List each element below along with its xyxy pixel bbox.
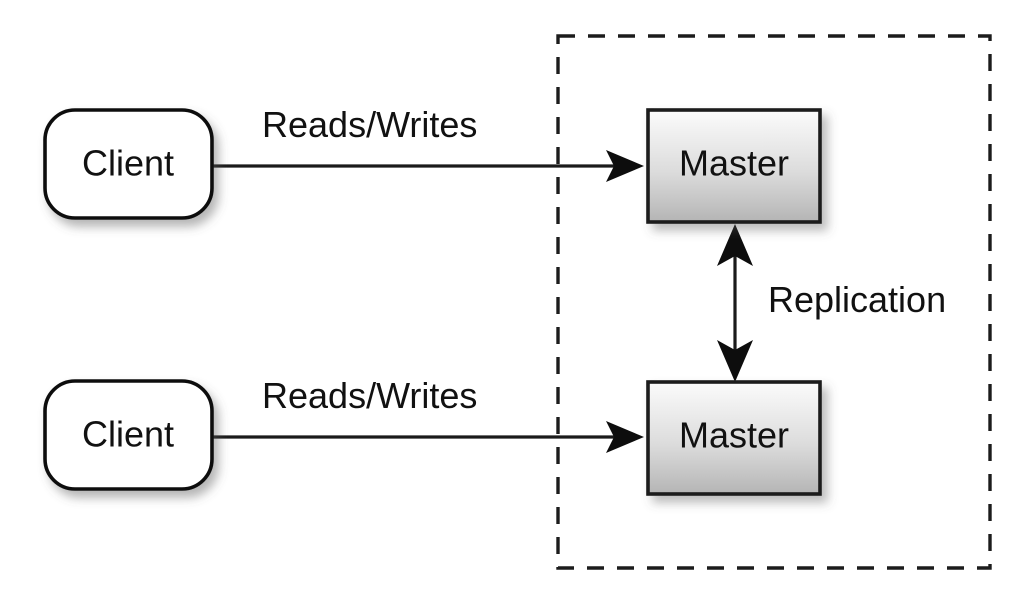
node-master-top[interactable] (646, 108, 822, 224)
master-top-label: Master (679, 143, 789, 184)
master-bottom-shape[interactable] (646, 380, 822, 496)
edge-replication (717, 224, 753, 382)
edge-reads-writes-bottom (212, 421, 644, 453)
client-top-shape[interactable] (43, 108, 214, 220)
edge-label-replication: Replication (768, 279, 946, 320)
node-client-top[interactable] (43, 108, 214, 220)
arrowhead-bottom (606, 421, 644, 453)
arrowhead-top (606, 150, 644, 182)
client-bottom-shape[interactable] (43, 379, 214, 491)
client-bottom-label: Client (82, 414, 174, 455)
node-master-bottom[interactable] (646, 380, 822, 496)
edge-label-reads-writes-bottom: Reads/Writes (262, 375, 477, 416)
client-top-label: Client (82, 143, 174, 184)
replication-group-boundary (556, 34, 992, 570)
arrowhead-replication-up (717, 224, 753, 266)
master-bottom-label: Master (679, 415, 789, 456)
edge-label-reads-writes-top: Reads/Writes (262, 104, 477, 145)
arrowhead-replication-down (717, 340, 753, 382)
edge-reads-writes-top (212, 150, 644, 182)
master-top-shape[interactable] (646, 108, 822, 224)
node-client-bottom[interactable] (43, 379, 214, 491)
